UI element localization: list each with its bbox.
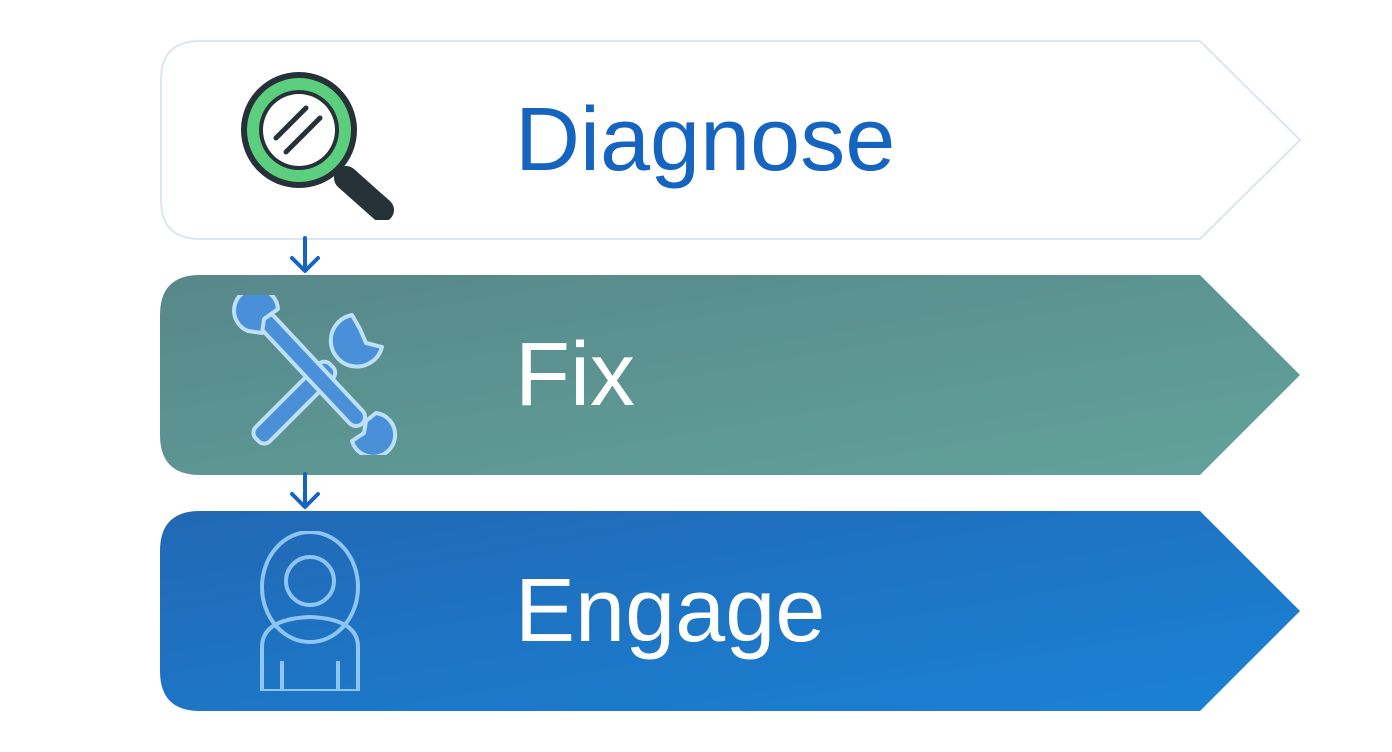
connector-arrow-2	[290, 472, 320, 509]
step-diagnose-shape	[160, 40, 1302, 240]
step-engage: Engage	[160, 511, 1302, 711]
step-fix: Fix	[160, 275, 1302, 475]
magnifier-icon	[241, 72, 394, 220]
tools-icon	[232, 295, 398, 455]
step-label-engage: Engage	[515, 561, 826, 661]
step-label-diagnose: Diagnose	[515, 90, 896, 190]
step-engage-shape	[160, 511, 1300, 711]
user-icon	[260, 531, 360, 691]
step-diagnose: Diagnose	[160, 40, 1302, 240]
step-fix-shape	[160, 275, 1300, 475]
step-label-fix: Fix	[515, 325, 635, 425]
connector-arrow-1	[290, 236, 320, 273]
